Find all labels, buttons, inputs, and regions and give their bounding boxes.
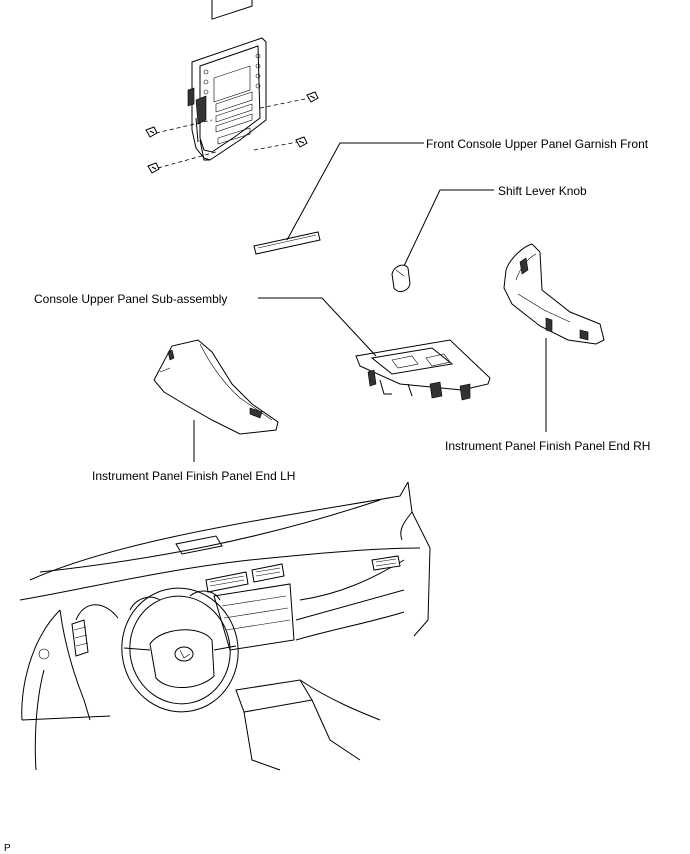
front-console-upper-panel-garnish-front-part [253, 231, 321, 255]
label-instrument-panel-finish-panel-end-lh: Instrument Panel Finish Panel End LH [92, 469, 296, 483]
screw-icon [306, 91, 319, 103]
leader-line-garnish [286, 142, 424, 241]
audio-navigation-unit [187, 0, 267, 161]
instrument-panel-finish-panel-end-rh-part [503, 243, 605, 345]
shift-lever-knob-part [391, 264, 411, 292]
screw-icon [145, 126, 158, 138]
label-front-console-upper-panel-garnish-front: Front Console Upper Panel Garnish Front [426, 137, 649, 151]
screw-icon [295, 136, 308, 148]
label-console-upper-panel-sub-assembly: Console Upper Panel Sub-assembly [34, 292, 228, 306]
steering-wheel-emblem-icon [174, 646, 194, 662]
steering-wheel [121, 587, 239, 713]
dashboard-overview [19, 481, 431, 771]
label-instrument-panel-finish-panel-end-rh: Instrument Panel Finish Panel End RH [445, 439, 651, 453]
screw-icon [147, 162, 160, 174]
instrument-panel-finish-panel-end-lh-part [153, 339, 279, 435]
console-upper-panel-sub-assembly-part [355, 339, 491, 401]
mounting-screws [145, 91, 319, 174]
label-shift-lever-knob: Shift Lever Knob [498, 184, 587, 198]
leader-line-knob [403, 189, 494, 267]
figure-code: P [4, 843, 11, 854]
leader-line-console [258, 297, 377, 357]
